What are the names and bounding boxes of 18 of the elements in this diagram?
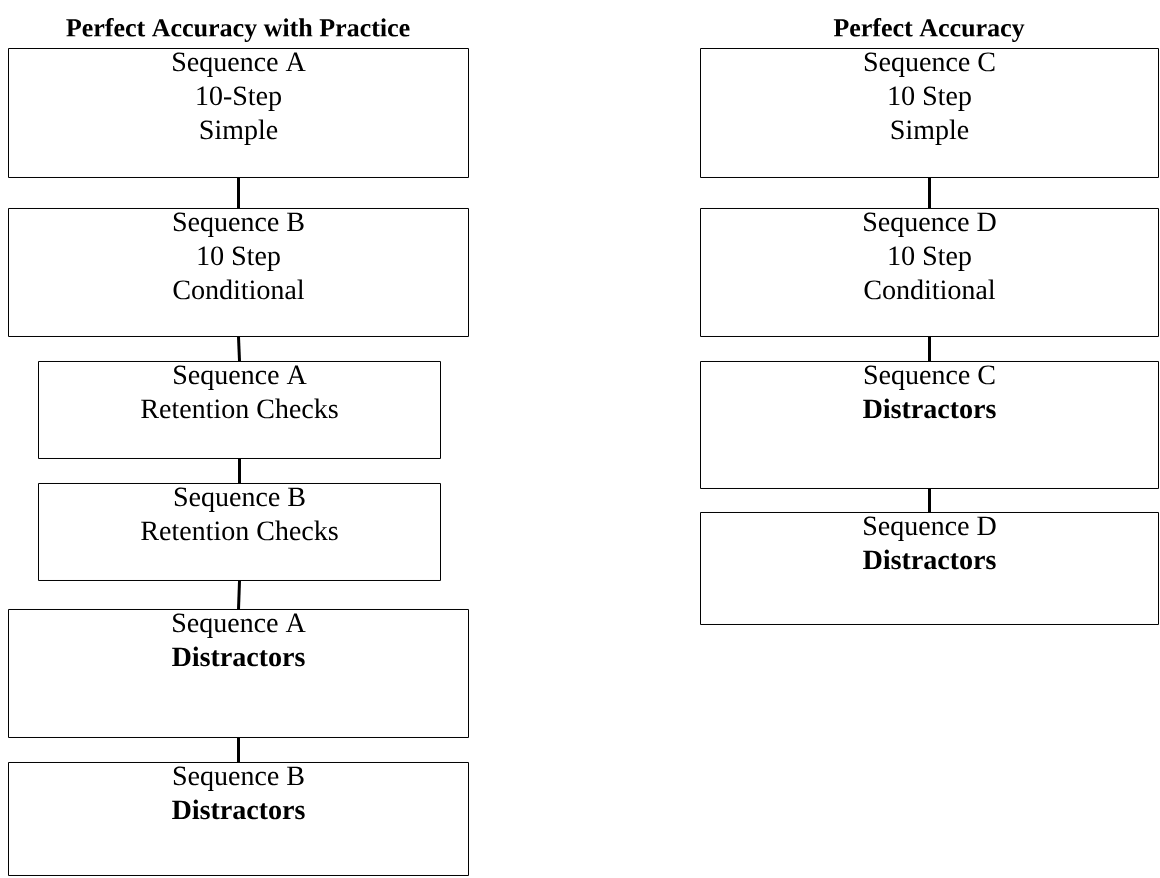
connector-line xyxy=(237,178,240,208)
process-box: Sequence A 10-Step Simple xyxy=(8,48,469,178)
connector-line xyxy=(237,336,241,362)
process-box: Sequence B 10 Step Conditional xyxy=(8,208,469,337)
process-box: Sequence C 10 Step Simple xyxy=(700,48,1159,178)
connector-line xyxy=(928,489,931,512)
connector-line xyxy=(928,178,931,208)
connector-line xyxy=(238,459,241,483)
process-box: Sequence A Distractors xyxy=(8,609,469,738)
connector-line xyxy=(237,580,241,610)
process-box: Sequence C Distractors xyxy=(700,361,1159,489)
process-box: Sequence B Distractors xyxy=(8,762,469,876)
process-box: Sequence A Retention Checks xyxy=(38,361,441,459)
connector-line xyxy=(237,738,240,762)
process-box: Sequence D Distractors xyxy=(700,512,1159,625)
process-box: Sequence D 10 Step Conditional xyxy=(700,208,1159,337)
connector-line xyxy=(928,337,931,361)
process-box: Sequence B Retention Checks xyxy=(38,483,441,581)
